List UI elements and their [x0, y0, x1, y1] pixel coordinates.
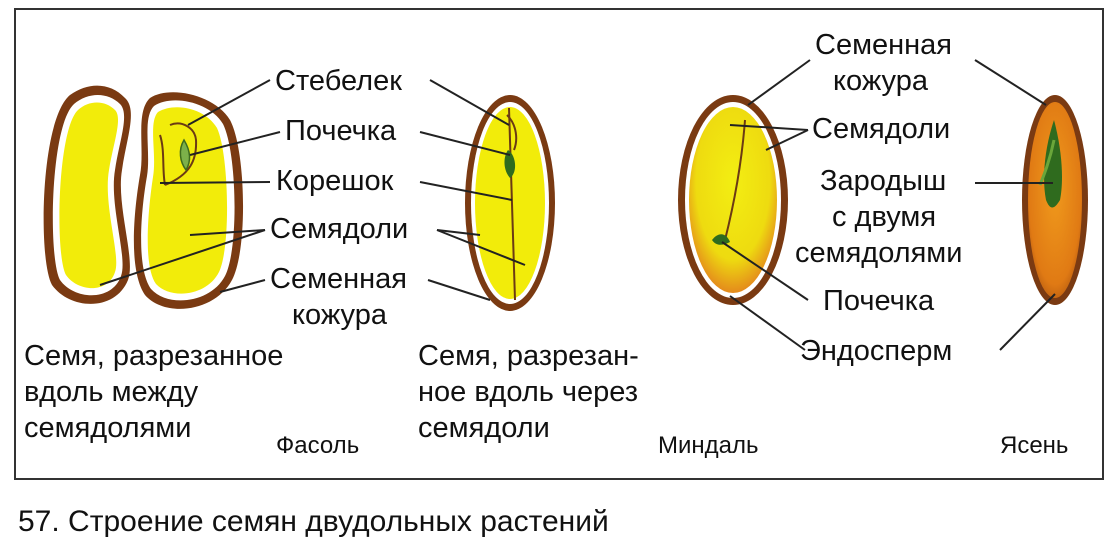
plant-name-mindal: Миндаль	[658, 432, 759, 459]
label-zarodysh-line3: семядолями	[795, 237, 963, 269]
almond-seed	[678, 95, 788, 305]
label-right-semennaya-line1: Семенная	[815, 29, 952, 61]
caption-seed-through-line1: Семя, разрезан-	[418, 340, 639, 372]
ash-seed	[1022, 95, 1088, 305]
label-endosperm: Эндосперм	[800, 335, 953, 367]
label-right-semyadoli: Семядоли	[812, 113, 951, 145]
caption-seed-between-line3: семядолями	[24, 412, 192, 444]
label-right-semennaya-line2: кожура	[833, 65, 928, 97]
label-stebelek: Стебелек	[275, 65, 402, 97]
caption-seed-through-line3: семядоли	[418, 412, 550, 444]
label-koreshok: Корешок	[276, 165, 394, 197]
caption-seed-through-line2: ное вдоль через	[418, 376, 639, 408]
caption-seed-between-line2: вдоль между	[24, 376, 199, 408]
bean-left-half	[43, 85, 131, 304]
label-semyadoli: Семядоли	[270, 213, 409, 245]
caption-seed-between-line1: Семя, разрезанное	[24, 340, 284, 372]
bean-through-cotyledons	[465, 95, 555, 311]
label-semennaya-kozhura-line2: кожура	[292, 299, 387, 331]
figure-frame	[14, 8, 1104, 480]
label-pochechka: Почечка	[285, 115, 397, 147]
label-semennaya-kozhura-line1: Семенная	[270, 263, 407, 295]
bean-right-half	[133, 92, 244, 309]
leader-lines	[99, 59, 1056, 351]
label-zarodysh-line1: Зародыш	[820, 165, 947, 197]
plant-name-fasol: Фасоль	[276, 432, 360, 459]
plant-name-yasen: Ясень	[1000, 432, 1069, 459]
label-zarodysh-line2: с двумя	[832, 201, 937, 233]
label-right-pochechka: Почечка	[823, 285, 935, 317]
figure-caption: 57. Строение семян двудольных растений	[18, 505, 609, 538]
